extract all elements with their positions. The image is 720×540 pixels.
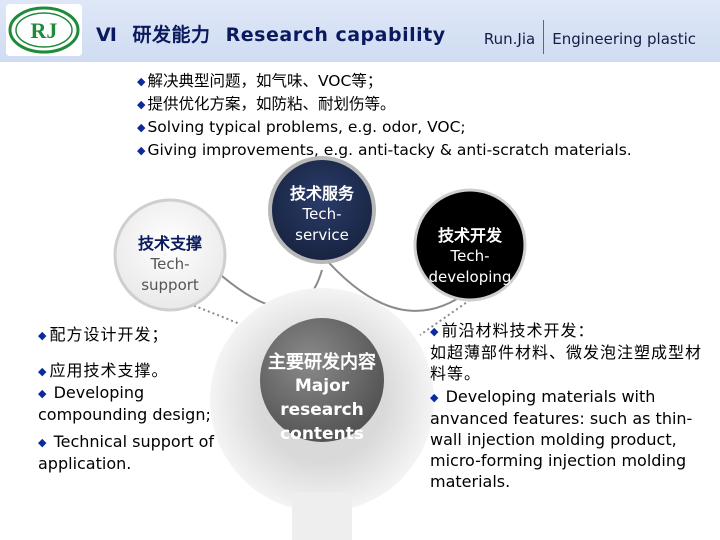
bullet-text: Giving improvements, e.g. anti-tacky & a… xyxy=(147,141,632,159)
brand: Run.Jia Engineering plastic xyxy=(483,20,696,56)
tech-service-label: 技术服务 Tech- service xyxy=(270,180,374,246)
diamond-bullet-icon: ◆ xyxy=(38,436,47,449)
left-cn-text: 配方设计开发； xyxy=(49,325,169,344)
tech-service-cn: 技术服务 xyxy=(289,184,354,203)
bullet-text: 解决典型问题，如气味、VOC等； xyxy=(147,72,383,90)
tech-support-label: 技术支撑 Tech- support xyxy=(115,230,225,296)
right-cn-text: 前沿材料技术开发： xyxy=(441,321,595,340)
right-cn-item: ◆前沿材料技术开发： xyxy=(430,320,710,342)
runjia-logo-icon: RJ xyxy=(6,4,82,56)
title-en: Research capability xyxy=(225,24,446,46)
tech-developing-label: 技术开发 Tech- developing xyxy=(415,222,525,288)
tech-service-en: Tech- service xyxy=(295,205,349,244)
major-research-en: Major research contents xyxy=(280,376,364,444)
major-research-label: 主要研发内容 Major research contents xyxy=(258,348,386,446)
left-en-text: Developing compounding design; xyxy=(38,383,211,424)
bullet-list: ◆解决典型问题，如气味、VOC等； ◆提供优化方案，如防粘、耐划伤等。 ◆Sol… xyxy=(137,70,632,162)
brand-name: Run.Jia xyxy=(483,30,536,48)
bullet-item: ◆Giving improvements, e.g. anti-tacky & … xyxy=(137,139,632,162)
svg-text:RJ: RJ xyxy=(31,18,58,43)
major-research-cn: 主要研发内容 xyxy=(268,352,376,373)
diamond-bullet-icon: ◆ xyxy=(137,121,146,134)
right-en-detail: anvanced features: such as thin-wall inj… xyxy=(430,409,693,491)
title-cn: 研发能力 xyxy=(132,24,211,46)
diamond-bullet-icon: ◆ xyxy=(38,365,48,378)
bullet-text: Solving typical problems, e.g. odor, VOC… xyxy=(147,118,466,136)
diamond-bullet-icon: ◆ xyxy=(38,329,48,342)
left-cn-item: ◆配方设计开发； xyxy=(38,324,238,346)
diamond-bullet-icon: ◆ xyxy=(430,325,440,338)
right-column: ◆前沿材料技术开发： 如超薄部件材料、微发泡注塑成型材料等。 ◆ Develop… xyxy=(430,320,710,492)
diamond-bullet-icon: ◆ xyxy=(430,391,439,404)
bullet-item: ◆Solving typical problems, e.g. odor, VO… xyxy=(137,116,632,139)
diamond-bullet-icon: ◆ xyxy=(137,144,146,157)
right-en-text: Developing materials with xyxy=(445,387,656,406)
center-stem xyxy=(292,492,352,540)
diamond-bullet-icon: ◆ xyxy=(38,387,47,400)
left-en-item: ◆ Technical support of application. xyxy=(38,431,238,474)
left-cn-text: 应用技术支撑。 xyxy=(49,361,169,380)
tech-support-en: Tech- support xyxy=(141,255,199,294)
right-en-item: ◆ Developing materials with xyxy=(430,386,710,408)
left-column: ◆配方设计开发； ◆应用技术支撑。 ◆ Developing compoundi… xyxy=(38,324,238,474)
brand-divider xyxy=(543,20,545,54)
bullet-text: 提供优化方案，如防粘、耐划伤等。 xyxy=(147,95,396,113)
header-bar xyxy=(0,0,720,62)
connector-line xyxy=(214,269,323,309)
diamond-bullet-icon: ◆ xyxy=(137,75,146,88)
bullet-item: ◆提供优化方案，如防粘、耐划伤等。 xyxy=(137,93,632,116)
tech-developing-cn: 技术开发 xyxy=(437,226,502,245)
brand-tagline: Engineering plastic xyxy=(552,30,696,48)
right-cn-detail: 如超薄部件材料、微发泡注塑成型材料等。 xyxy=(430,343,703,383)
page-title: Ⅵ 研发能力 Research capability xyxy=(96,20,446,47)
diamond-bullet-icon: ◆ xyxy=(137,98,146,111)
left-en-item: ◆ Developing compounding design; xyxy=(38,382,238,425)
tech-support-cn: 技术支撑 xyxy=(137,234,202,253)
tech-developing-en: Tech- developing xyxy=(428,247,512,286)
left-en-text: Technical support of application. xyxy=(38,432,215,473)
title-roman-numeral: Ⅵ xyxy=(96,24,118,46)
left-cn-item: ◆应用技术支撑。 xyxy=(38,360,238,382)
bullet-item: ◆解决典型问题，如气味、VOC等； xyxy=(137,70,632,93)
